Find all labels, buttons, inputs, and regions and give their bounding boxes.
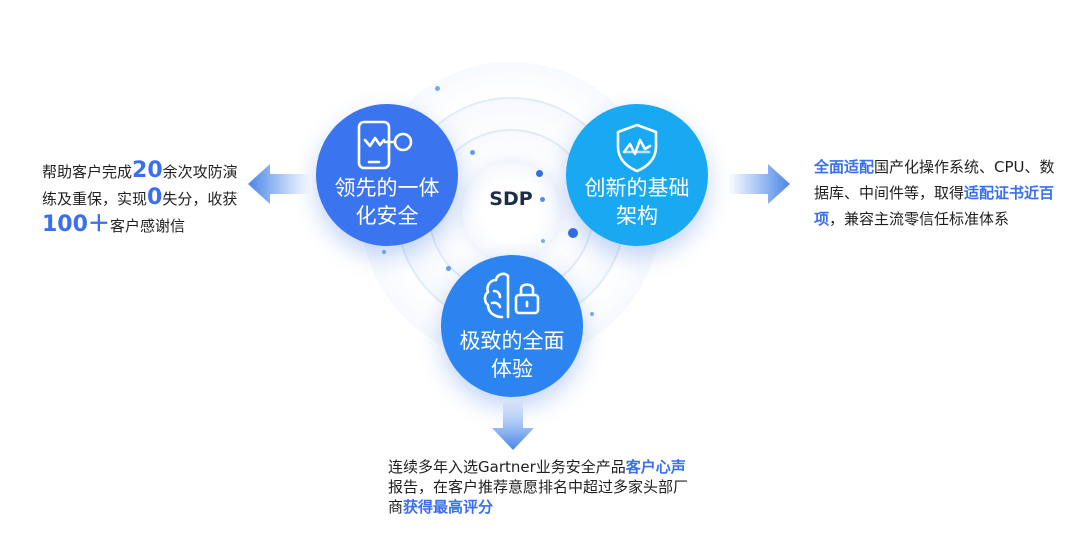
right-highlight-adapt: 全面适配 bbox=[814, 158, 875, 176]
decor-dot bbox=[470, 150, 475, 155]
decor-dot bbox=[540, 197, 545, 202]
brain-lock-icon bbox=[480, 267, 544, 327]
decor-dot bbox=[435, 86, 440, 91]
left-number-loss: 0 bbox=[147, 185, 163, 210]
feature-right-line1: 创新的基础 bbox=[584, 176, 690, 200]
feature-bottom-line1: 极致的全面 bbox=[459, 329, 565, 353]
bottom-highlight-score: 获得最高评分 bbox=[403, 498, 494, 516]
right-highlight-certs: 适配证书近百项 bbox=[814, 184, 1055, 228]
left-number-letters: 100＋ bbox=[42, 212, 110, 237]
phone-key-icon bbox=[353, 118, 421, 178]
feature-bottom-line2: 体验 bbox=[491, 357, 533, 381]
left-number-drills: 20 bbox=[132, 158, 163, 183]
feature-left-line2: 化安全 bbox=[355, 204, 419, 228]
right-text-part: ，兼容主流零信任标准体系 bbox=[829, 210, 1010, 228]
inner-ring bbox=[462, 162, 560, 260]
left-description: 帮助客户完成20余次攻防演练及重保，实现0失分，收获 100＋客户感谢信 bbox=[42, 158, 247, 239]
arrow-left-icon bbox=[248, 164, 310, 204]
center-label: SDP bbox=[489, 188, 533, 210]
decor-dot bbox=[590, 312, 594, 316]
shield-chart-icon bbox=[609, 122, 665, 178]
feature-innovative-architecture: 创新的基础 架构 bbox=[566, 104, 708, 246]
left-text-part: 帮助客户完成 bbox=[42, 163, 133, 181]
decor-dot bbox=[536, 170, 543, 177]
bottom-text-part: 报告，在客户推荐意愿排名中超过多家头部厂商 bbox=[388, 478, 689, 516]
decor-dot bbox=[446, 266, 451, 271]
feature-right-line2: 架构 bbox=[616, 204, 658, 228]
bottom-highlight-voice: 客户心声 bbox=[625, 458, 686, 476]
left-text-part: 失分，收获 bbox=[162, 190, 238, 208]
decor-dot bbox=[568, 228, 578, 238]
bottom-description: 连续多年入选Gartner业务安全产品客户心声报告，在客户推荐意愿排名中超过多家… bbox=[388, 457, 688, 517]
decor-dot bbox=[382, 250, 386, 254]
right-description: 全面适配国产化操作系统、CPU、数据库、中间件等，取得适配证书近百项，兼容主流零… bbox=[814, 154, 1064, 232]
left-text-part: 余次攻防演练及重保，实现 bbox=[42, 163, 238, 208]
bottom-text-part: 连续多年入选Gartner业务安全产品 bbox=[388, 458, 626, 476]
feature-integrated-security: 领先的一体 化安全 bbox=[316, 104, 458, 246]
left-text-part: 客户感谢信 bbox=[109, 217, 185, 235]
arrow-right-icon bbox=[728, 164, 790, 204]
feature-left-line1: 领先的一体 bbox=[334, 176, 440, 200]
right-text-part: 国产化操作系统、CPU、数据库、中间件等，取得 bbox=[814, 158, 1055, 202]
decor-dot bbox=[541, 239, 545, 243]
arrow-down-icon bbox=[492, 400, 534, 450]
feature-ultimate-experience: 极致的全面 体验 bbox=[441, 255, 583, 397]
